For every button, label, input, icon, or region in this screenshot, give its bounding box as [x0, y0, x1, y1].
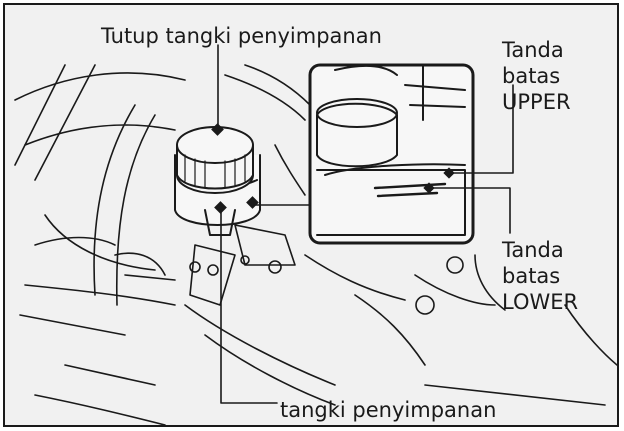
upper-mark-line-3: UPPER [502, 90, 571, 114]
lower-mark-line-3: LOWER [502, 290, 579, 314]
reservoir-cap-label: Tutup tangki penyimpanan [101, 24, 382, 48]
level-marks [373, 182, 447, 198]
tank-leader [220, 208, 278, 404]
inset-box [308, 63, 475, 245]
lower-leader [428, 187, 511, 234]
upper-mark-line-1: Tanda [502, 38, 564, 62]
upper-mark-label: Tanda batas UPPER [502, 37, 571, 115]
lower-mark-line-1: Tanda [502, 238, 564, 262]
upper-leader [448, 84, 514, 174]
reservoir-cap-shape [176, 126, 254, 194]
reservoir-label: tangki penyimpanan [280, 398, 497, 422]
lower-mark-line-2: batas [502, 264, 561, 288]
engine-illustration [14, 44, 617, 425]
leader-lines [217, 44, 514, 404]
leader-dots [211, 123, 455, 214]
lower-mark-label: Tanda batas LOWER [502, 237, 578, 315]
engine-bay-lines [14, 64, 617, 425]
diagram-frame: Tutup tangki penyimpanan Tanda batas UPP… [3, 3, 619, 427]
upper-mark-line-2: batas [502, 64, 561, 88]
